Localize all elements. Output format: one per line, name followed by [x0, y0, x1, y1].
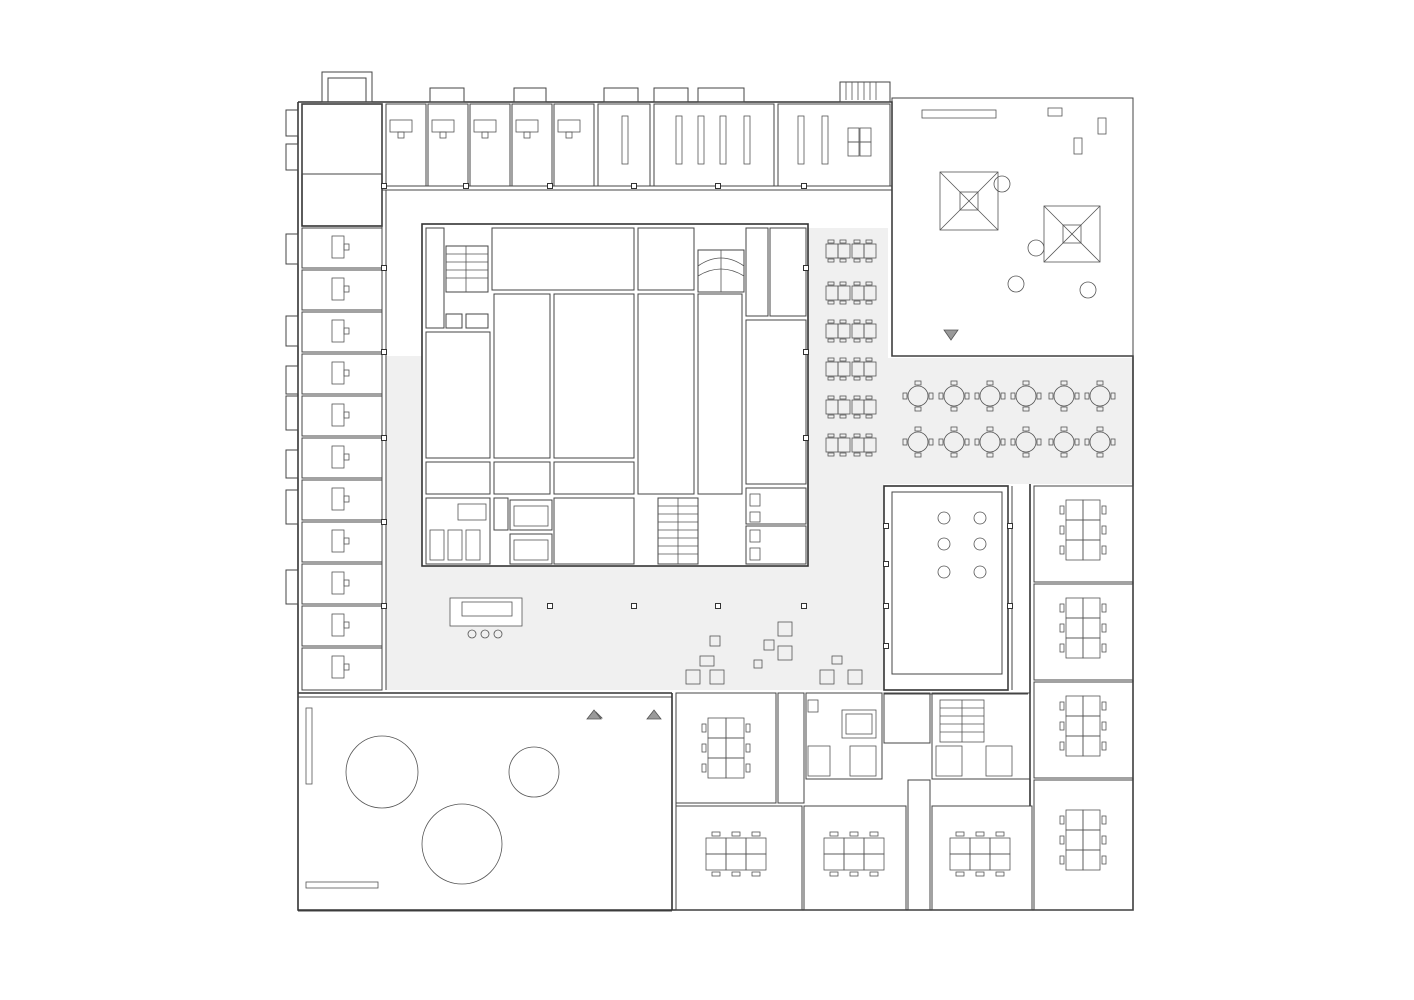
- round-cafe-tables: [902, 380, 1116, 458]
- structural-column: [1007, 523, 1013, 529]
- cafe-table-rows: [825, 239, 877, 457]
- structural-column: [381, 183, 387, 189]
- cafe-table-pair: [851, 433, 877, 457]
- round-cafe-table: [902, 380, 934, 412]
- cafe-table-pair: [851, 281, 877, 305]
- structural-column: [547, 183, 553, 189]
- lounge-area: [305, 707, 662, 889]
- round-cafe-table: [902, 426, 934, 458]
- structural-column: [803, 435, 809, 441]
- structural-column: [883, 523, 889, 529]
- cafe-table-pair: [851, 239, 877, 263]
- patio-umbrella: [939, 171, 999, 231]
- reception-desk: [449, 597, 523, 639]
- structural-column: [803, 265, 809, 271]
- worktable-cluster: [1059, 809, 1107, 871]
- structural-column: [381, 603, 387, 609]
- structural-column: [631, 603, 637, 609]
- facade-bays: [285, 71, 891, 605]
- courtyard-room: [883, 485, 1028, 695]
- central-core: [421, 223, 809, 567]
- worktable-cluster: [1059, 597, 1107, 659]
- structural-column: [1007, 603, 1013, 609]
- terrace: [921, 107, 1107, 341]
- structural-column: [801, 183, 807, 189]
- structural-column: [883, 561, 889, 567]
- structural-column: [381, 265, 387, 271]
- structural-column: [803, 349, 809, 355]
- cafe-table-pair: [851, 357, 877, 381]
- cafe-table-pair: [825, 433, 851, 457]
- round-cafe-table: [1048, 380, 1080, 412]
- structural-column: [715, 603, 721, 609]
- cafe-table-pair: [851, 395, 877, 419]
- left-offices: [301, 186, 387, 691]
- structural-column: [715, 183, 721, 189]
- worktable-cluster: [705, 831, 767, 877]
- entrance-marker: [943, 329, 959, 341]
- round-cafe-table: [1048, 426, 1080, 458]
- patio-umbrella: [1043, 205, 1101, 263]
- worktable-cluster: [701, 717, 751, 779]
- round-cafe-table: [938, 426, 970, 458]
- structural-column: [883, 603, 889, 609]
- round-cafe-table: [1084, 426, 1116, 458]
- structural-column: [381, 519, 387, 525]
- worktable-cluster: [1059, 695, 1107, 757]
- lounge-seating: [685, 621, 863, 685]
- cafe-table-pair: [825, 239, 851, 263]
- structural-column: [883, 643, 889, 649]
- cafe-table-pair: [825, 357, 851, 381]
- structural-column: [547, 603, 553, 609]
- right-workrooms: [1029, 484, 1134, 911]
- structural-column: [381, 435, 387, 441]
- worktable-cluster: [949, 831, 1011, 877]
- round-cafe-table: [974, 380, 1006, 412]
- worktable-cluster: [1059, 499, 1107, 561]
- structural-column: [381, 349, 387, 355]
- cafe-table-pair: [851, 319, 877, 343]
- structural-column: [463, 183, 469, 189]
- round-cafe-table: [938, 380, 970, 412]
- round-cafe-table: [974, 426, 1006, 458]
- cafe-table-pair: [825, 319, 851, 343]
- structural-columns: [381, 183, 1013, 649]
- cafe-table-pair: [825, 395, 851, 419]
- round-cafe-table: [1010, 426, 1042, 458]
- bottom-wing: [671, 692, 1033, 911]
- structural-column: [801, 603, 807, 609]
- top-offices: [301, 103, 892, 227]
- round-cafe-table: [1010, 380, 1042, 412]
- structural-column: [631, 183, 637, 189]
- worktable-cluster: [823, 831, 885, 877]
- circulation-area: [386, 228, 1133, 690]
- cafe-table-pair: [825, 281, 851, 305]
- round-cafe-table: [1084, 380, 1116, 412]
